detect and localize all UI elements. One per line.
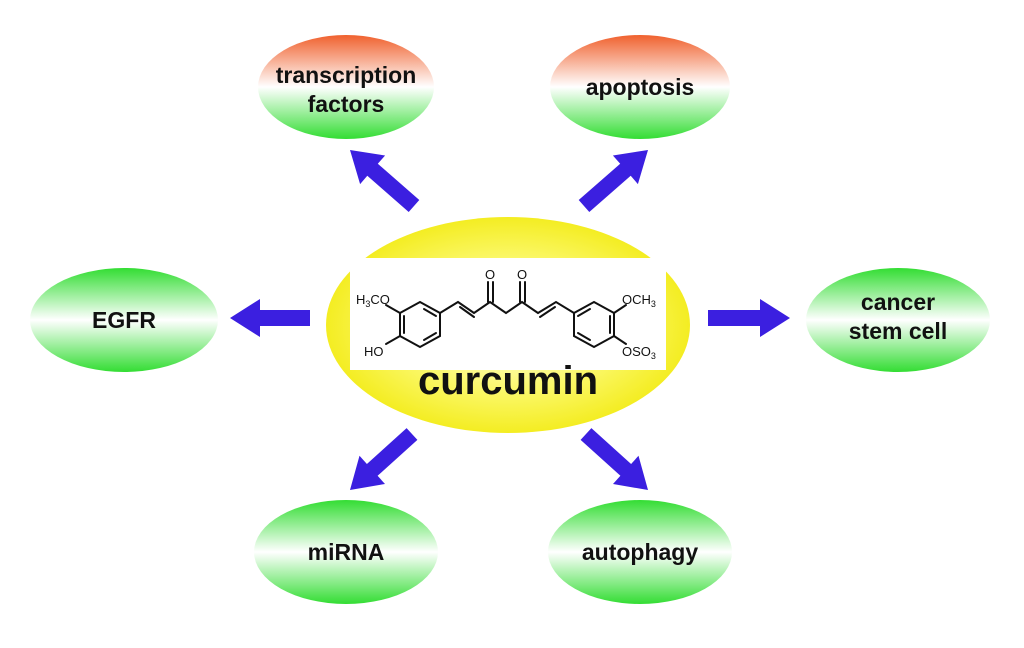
arrow-to-cancer-stem-cell	[708, 299, 790, 337]
ketone-label-1: O	[485, 267, 495, 282]
methoxy-right-label: OCH3	[622, 292, 656, 309]
arrow-to-autophagy	[580, 428, 648, 490]
arrow-to-apoptosis	[578, 150, 648, 212]
structure-panel	[350, 258, 666, 370]
autophagy-label: autophagy	[582, 539, 698, 565]
cancer-stem-cell-label-line2: stem cell	[849, 318, 947, 344]
autophagy-ellipse	[548, 500, 732, 604]
apoptosis-node: apoptosis	[550, 35, 730, 139]
egfr-ellipse	[30, 268, 218, 372]
methoxy-left-label: H3CO	[356, 292, 390, 309]
mirna-label: miRNA	[308, 539, 385, 565]
arrow-to-egfr	[230, 299, 310, 337]
cancer-stem-cell-label-line1: cancer	[861, 289, 935, 315]
arrows	[230, 150, 790, 490]
transcription-factors-label-line2: factors	[308, 91, 385, 117]
apoptosis-ellipse	[550, 35, 730, 139]
mirna-node: miRNA	[254, 500, 438, 604]
transcription-factors-ellipse	[258, 35, 434, 139]
autophagy-node: autophagy	[548, 500, 732, 604]
hydroxy-label: HO	[364, 344, 384, 359]
transcription-factors-label-line1: transcription	[276, 62, 417, 88]
curcumin-structure: H3CO HO O O OCH3 OSO3	[356, 267, 656, 361]
ketone-label-2: O	[517, 267, 527, 282]
sulfate-label: OSO3	[622, 344, 656, 361]
arrow-to-transcription-factors	[350, 150, 420, 212]
arrow-to-mirna	[350, 428, 418, 490]
curcumin-label: curcumin	[418, 359, 598, 403]
cancer-stem-cell-node: cancer stem cell	[806, 268, 990, 372]
mirna-ellipse	[254, 500, 438, 604]
cancer-stem-cell-ellipse	[806, 268, 990, 372]
apoptosis-label: apoptosis	[586, 74, 695, 100]
egfr-node: EGFR	[30, 268, 218, 372]
transcription-factors-node: transcription factors	[258, 35, 434, 139]
curcumin-center-node: H3CO HO O O OCH3 OSO3 curcumin	[326, 217, 690, 433]
egfr-label: EGFR	[92, 307, 156, 333]
